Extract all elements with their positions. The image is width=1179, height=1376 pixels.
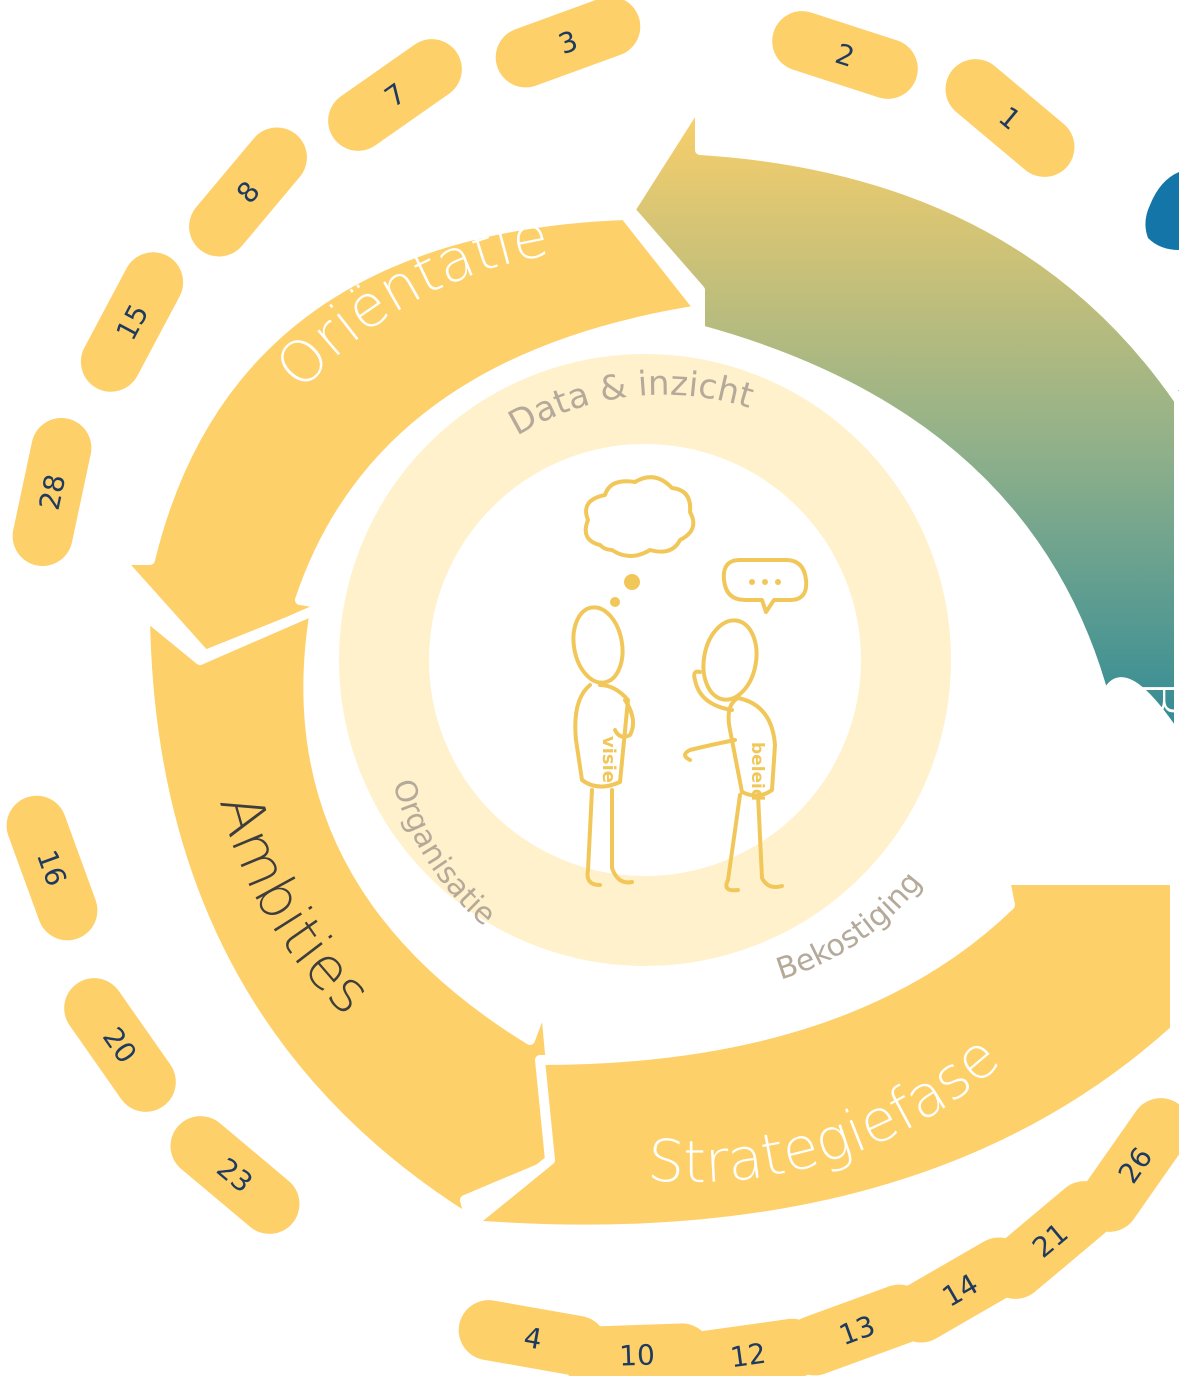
orientatie-arrow [115,210,705,660]
pill-shape [170,1116,300,1234]
ambities-arrow [140,605,565,1225]
pill-shape [772,11,918,99]
pill-number: 28 [33,471,73,513]
number-pill: 20 [64,978,176,1112]
pill-shape [12,417,92,567]
conversation-illustration: visie beleid [571,475,809,893]
pill-shape [6,795,98,941]
pill-shape [64,978,176,1112]
inner-ring [337,352,953,968]
number-pill: 2 [772,11,918,99]
left-person-label: visie [598,736,619,783]
pill-number: 12 [728,1337,768,1375]
inner-ring-edge [335,350,955,970]
pill-shape [945,59,1075,177]
pill-shape [495,0,641,88]
pill-shape [189,127,307,257]
number-pill: 23 [170,1116,300,1234]
number-pill: 12 [673,1318,823,1376]
beheer-arrow [625,95,1179,745]
number-pill: 28 [12,417,92,567]
blue-shape-top [1145,172,1179,250]
number-pill: 10 [562,1323,712,1376]
strategiefase-arrow [465,735,1179,1235]
number-pill: 7 [328,39,462,151]
pill-shape [562,1323,712,1376]
number-pill: 3 [495,0,641,88]
number-pill: 8 [189,127,307,257]
thought-cloud-icon [583,475,696,558]
label-beheer: Beheer [1128,680,1179,886]
pill-number: 10 [619,1338,656,1372]
pill-shape [1079,1098,1179,1232]
right-person-label: beleid [747,742,767,801]
pill-shape [80,252,184,392]
pill-shape [673,1318,823,1376]
number-pill: 15 [80,252,184,392]
number-pill: 26 [1079,1098,1179,1232]
speech-bubble-icon [721,558,809,614]
pill-shape [328,39,462,151]
pill-number: 4 [521,1321,544,1357]
number-pill: 1 [945,59,1075,177]
number-pill: 16 [6,795,98,941]
